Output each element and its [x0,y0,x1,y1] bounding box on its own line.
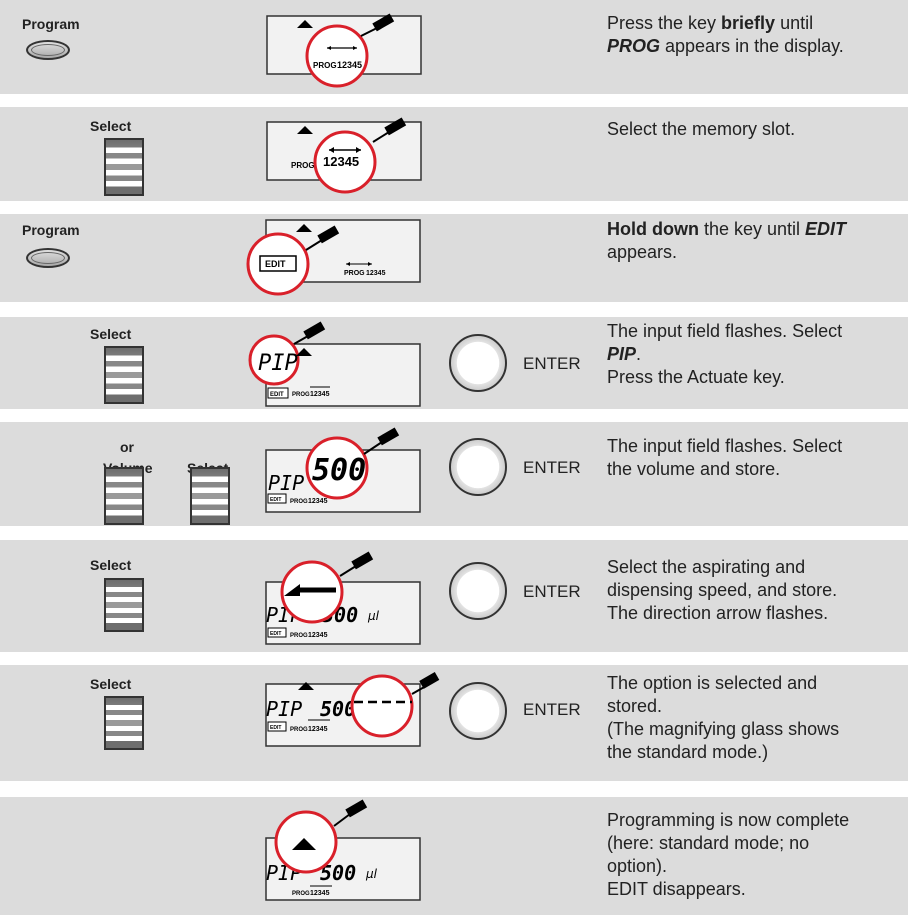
prog-indicator: PROG [290,499,308,505]
select-key[interactable] [190,467,230,525]
enter-label: ENTER [523,700,581,719]
memory-slots: 12345 [308,726,328,733]
display-step-3: PROG 12345 EDIT [246,219,421,296]
enter-knob[interactable] [449,438,507,496]
display-step-5: PIP EDIT PROG 12345 500 [265,427,421,513]
select-key[interactable] [104,346,144,404]
memory-slots: 12345 [310,391,330,398]
prog-indicator: PROG [290,633,308,639]
prog-indicator: PROG [313,61,337,70]
select-key[interactable] [104,696,144,750]
select-key-label: Select [90,326,132,342]
step-row-3 [0,214,908,302]
or-label: or [120,439,134,455]
enter-label: ENTER [523,582,581,601]
step-2-description: Select the memory slot. [607,119,796,139]
edit-indicator: EDIT [265,259,286,269]
pip-mode: PIP [266,697,302,721]
prog-indicator: PROG [291,161,315,170]
display-step-4: EDIT PROG 12345 PIP [248,321,421,407]
enter-knob[interactable] [449,682,507,740]
select-key-label: Select [90,557,132,573]
edit-indicator: EDIT [270,497,281,503]
prog-indicator: PROG [292,392,310,398]
memory-slots: 12345 [308,632,328,639]
unit-indicator: µl [365,867,378,881]
pip-mode: PIP [268,471,304,495]
volume-key[interactable] [104,467,144,525]
display-step-1: PROG 12345 [266,13,422,88]
program-key-label: Program [22,222,80,238]
edit-indicator: EDIT [270,725,281,731]
display-step-8: PIP 500 µl PROG 12345 [265,799,421,901]
pip-mode: PIP [258,351,298,376]
memory-slots: 12345 [308,498,328,505]
enter-label: ENTER [523,458,581,477]
display-step-6: PIP 500 µl EDIT PROG 12345 [265,551,421,645]
enter-label: ENTER [523,354,581,373]
step-row-2 [0,107,908,201]
display-step-2: PROG 12345 [266,117,422,194]
prog-indicator: PROG [292,891,310,897]
edit-indicator: EDIT [270,392,284,398]
prog-indicator: PROG [344,270,365,277]
select-key[interactable] [104,578,144,632]
enter-knob[interactable] [449,334,507,392]
step-row-8 [0,797,908,915]
enter-knob[interactable] [449,562,507,620]
prog-indicator: PROG [290,727,308,733]
volume-value: 500 [312,453,366,488]
edit-indicator: EDIT [270,631,281,637]
unit-indicator: µl [367,609,380,623]
select-key[interactable] [104,138,144,196]
select-key-label: Select [90,676,132,692]
program-key[interactable] [26,248,70,268]
display-step-7: PIP 500 EDIT PROG 12345 [265,672,440,747]
select-key-label: Select [90,118,132,134]
program-key[interactable] [26,40,70,60]
memory-slots: 12345 [323,154,359,169]
step-row-1 [0,0,908,94]
memory-slots: 12345 [310,890,330,897]
volume-value: 500 [320,697,356,721]
program-key-label: Program [22,16,80,32]
step-8-description: Programming is now complete(here: standa… [607,810,850,899]
memory-slots: 12345 [366,270,386,277]
memory-slots: 12345 [337,60,362,70]
